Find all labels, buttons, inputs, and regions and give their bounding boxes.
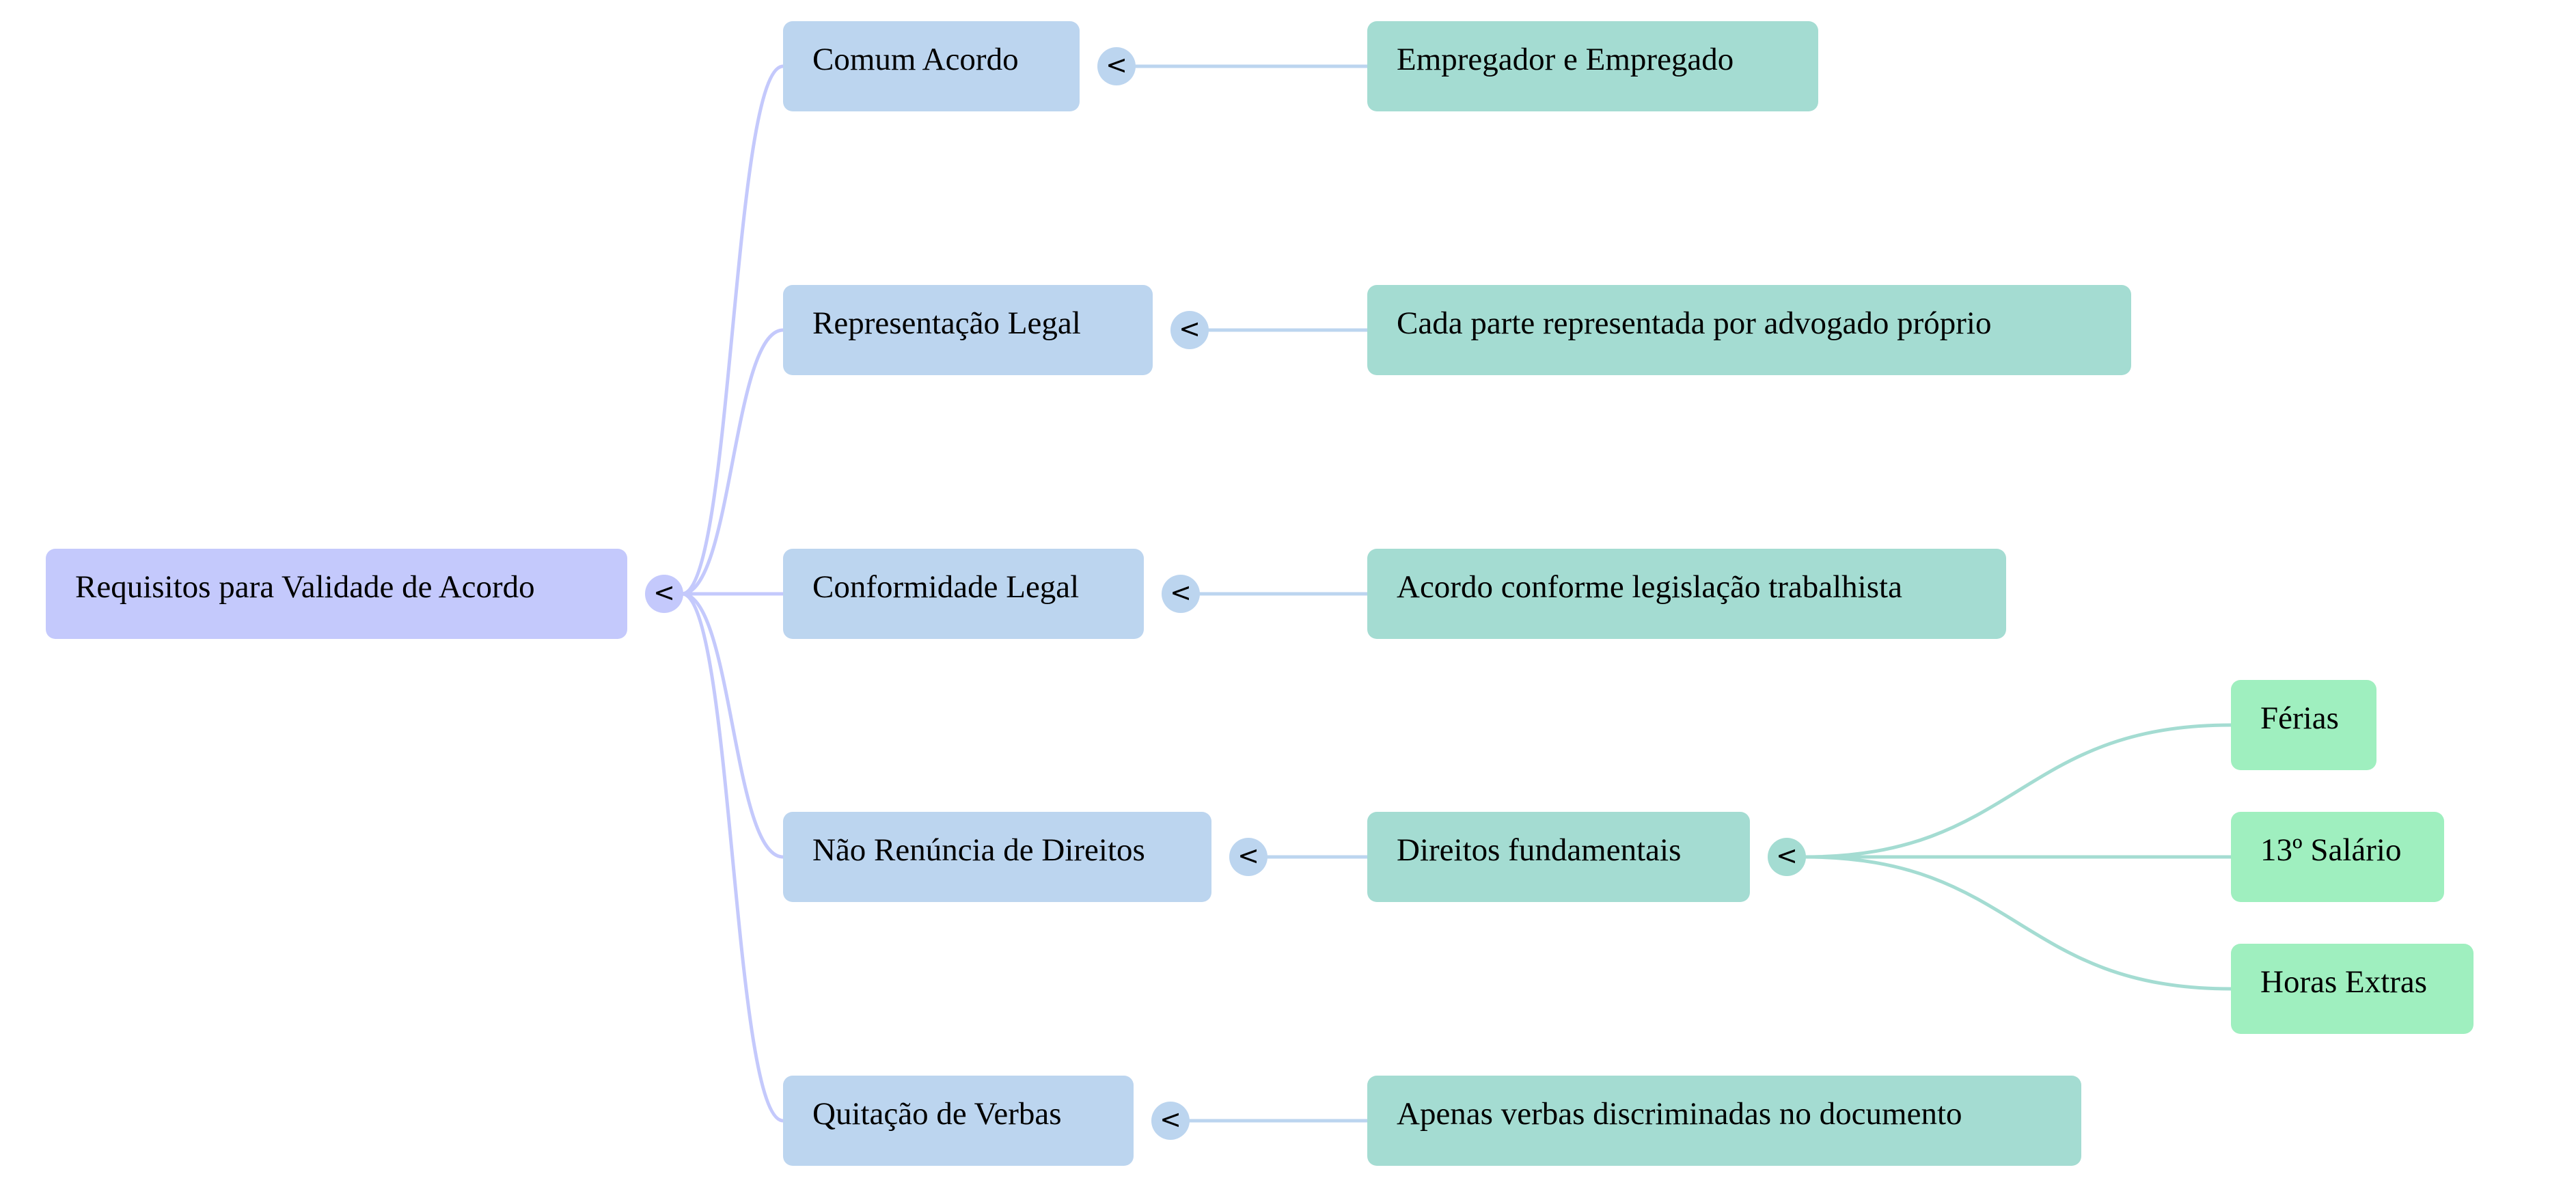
node-label: 13º Salário xyxy=(2260,832,2402,868)
node-nao-renuncia-de-direitos[interactable]: Não Renúncia de Direitos xyxy=(783,812,1211,902)
node-label: Requisitos para Validade de Acordo xyxy=(75,569,535,605)
connector-root-to-representacao-legal xyxy=(681,328,784,596)
chevron-left-icon: < xyxy=(1160,1104,1181,1134)
node-ferias[interactable]: Férias xyxy=(2231,680,2376,770)
node-label: Horas Extras xyxy=(2260,964,2428,1000)
node-quitacao-de-verbas[interactable]: Quitação de Verbas xyxy=(783,1076,1134,1166)
node-cada-parte-representada[interactable]: Cada parte representada por advogado pró… xyxy=(1367,285,2131,375)
node-label: Representação Legal xyxy=(812,305,1081,341)
node-label: Conformidade Legal xyxy=(812,569,1080,605)
collapse-toggle-representacao-legal[interactable]: < xyxy=(1170,311,1209,349)
chevron-left-icon: < xyxy=(1179,314,1201,344)
node-label: Comum Acordo xyxy=(812,42,1019,77)
node-apenas-verbas-discriminadas[interactable]: Apenas verbas discriminadas no documento xyxy=(1367,1076,2081,1166)
collapse-toggle-nao-renuncia[interactable]: < xyxy=(1229,838,1268,876)
chevron-left-icon: < xyxy=(1776,841,1798,871)
collapse-toggle-root[interactable]: < xyxy=(645,575,683,613)
node-horas-extras[interactable]: Horas Extras xyxy=(2231,944,2474,1034)
node-acordo-conforme-legislacao[interactable]: Acordo conforme legislação trabalhista xyxy=(1367,549,2006,639)
connector-root-to-quitacao-verbas xyxy=(681,592,784,1123)
node-root[interactable]: Requisitos para Validade de Acordo xyxy=(46,549,627,639)
node-direitos-fundamentais[interactable]: Direitos fundamentais xyxy=(1367,812,1750,902)
connector-direitos-to-horas-extras xyxy=(1804,855,2232,991)
collapse-toggle-comum-acordo[interactable]: < xyxy=(1097,47,1136,85)
node-label: Direitos fundamentais xyxy=(1397,832,1682,868)
node-label: Cada parte representada por advogado pró… xyxy=(1397,305,1992,341)
node-empregador-e-empregado[interactable]: Empregador e Empregado xyxy=(1367,21,1818,111)
connector-root-to-comum-acordo xyxy=(681,64,784,596)
node-comum-acordo[interactable]: Comum Acordo xyxy=(783,21,1080,111)
chevron-left-icon: < xyxy=(1237,841,1259,871)
node-representacao-legal[interactable]: Representação Legal xyxy=(783,285,1153,375)
node-label: Quitação de Verbas xyxy=(812,1096,1062,1132)
node-label: Férias xyxy=(2260,700,2339,736)
node-label: Acordo conforme legislação trabalhista xyxy=(1397,569,1902,605)
chevron-left-icon: < xyxy=(1106,50,1127,80)
collapse-toggle-direitos-fundamentais[interactable]: < xyxy=(1768,838,1806,876)
connector-root-to-nao-renuncia xyxy=(681,592,784,859)
collapse-toggle-conformidade-legal[interactable]: < xyxy=(1162,575,1200,613)
collapse-toggle-quitacao-de-verbas[interactable]: < xyxy=(1151,1102,1190,1140)
chevron-left-icon: < xyxy=(653,577,675,608)
node-label: Apenas verbas discriminadas no documento xyxy=(1397,1096,1962,1132)
node-13-salario[interactable]: 13º Salário xyxy=(2231,812,2444,902)
connector-direitos-to-ferias xyxy=(1804,723,2232,859)
chevron-left-icon: < xyxy=(1170,577,1192,608)
node-conformidade-legal[interactable]: Conformidade Legal xyxy=(783,549,1144,639)
node-label: Não Renúncia de Direitos xyxy=(812,832,1145,868)
node-label: Empregador e Empregado xyxy=(1397,42,1734,77)
